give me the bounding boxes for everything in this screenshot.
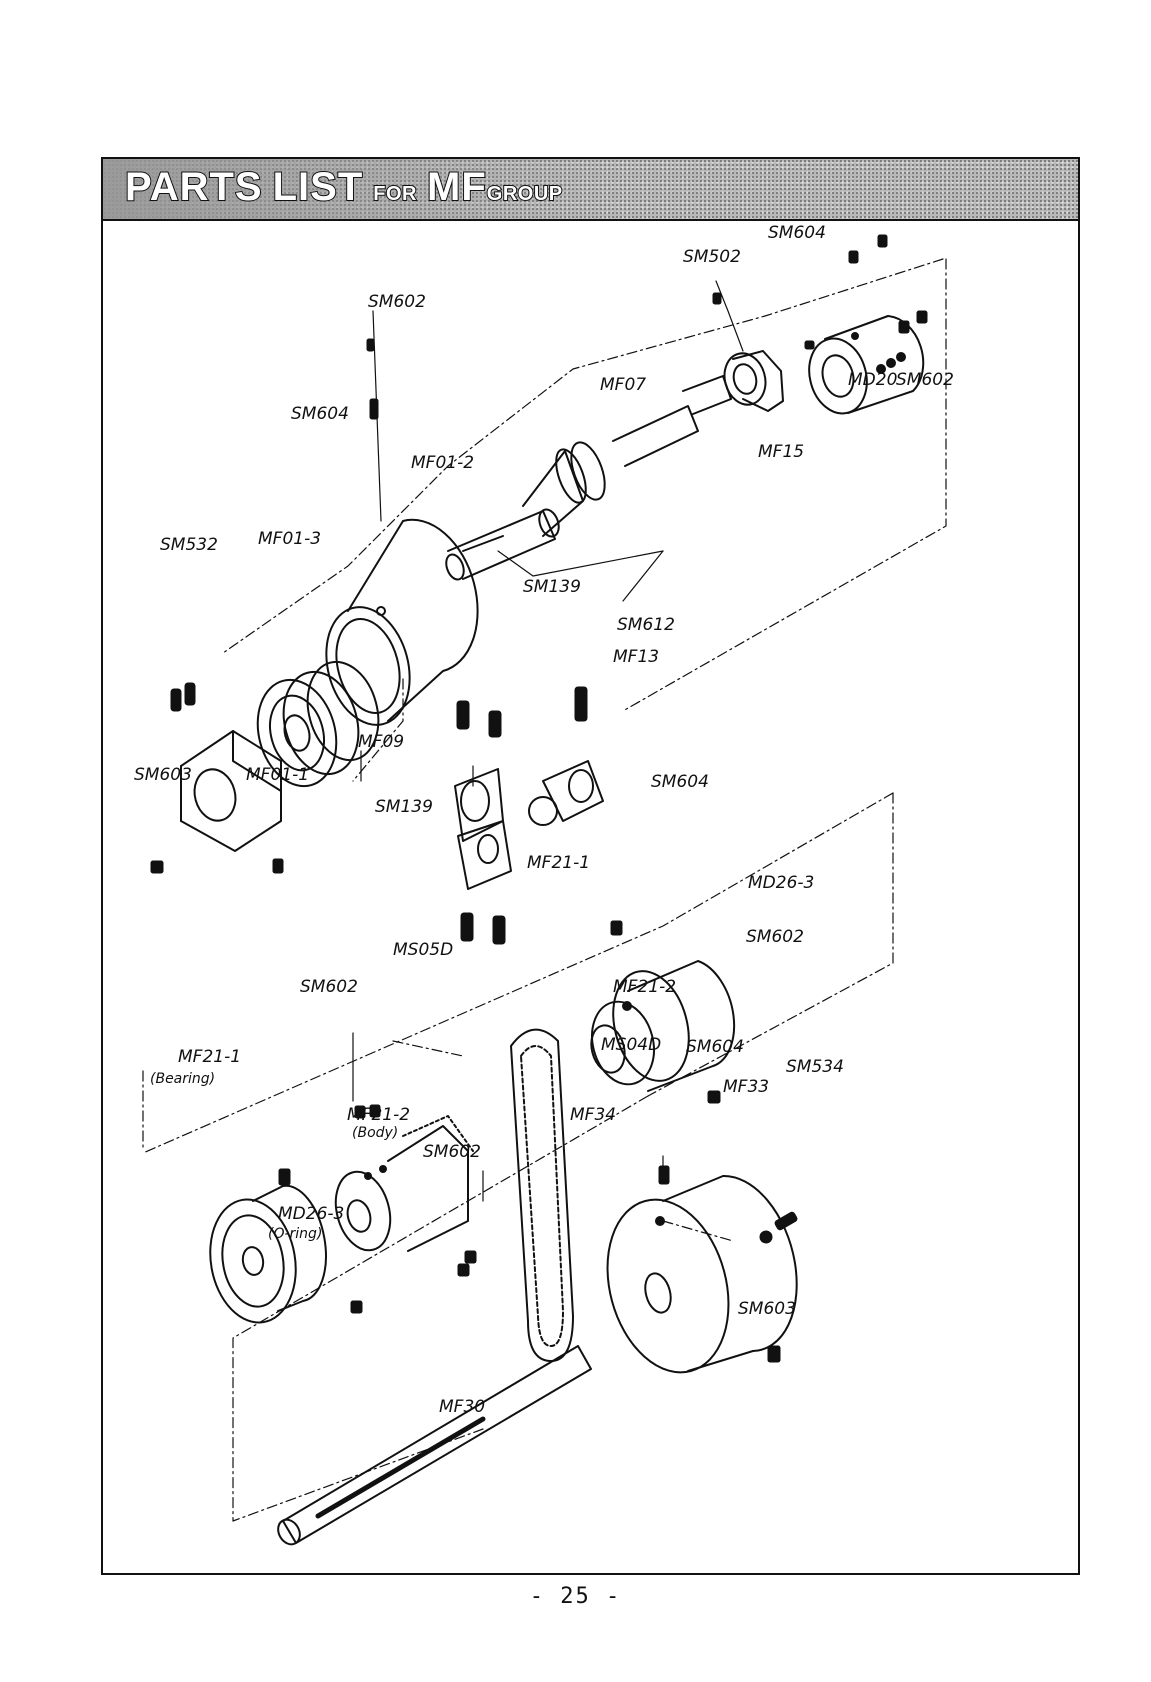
callout-mf34: MF34 <box>570 1107 616 1124</box>
callout-sm604-top: SM604 <box>768 225 826 242</box>
callout-sm602-md20: SM602 <box>896 372 954 389</box>
callout-sm602-sprocket: SM602 <box>300 979 358 996</box>
callout-sm139-top: SM139 <box>523 579 581 596</box>
callout-sm602-upper-pulley: SM602 <box>746 929 804 946</box>
ms05d-sprocket <box>328 1116 473 1256</box>
callout-sm534: SM534 <box>786 1059 844 1076</box>
callout-ms04d: MS04D <box>601 1037 661 1054</box>
callout-sm603-left: SM603 <box>134 767 192 784</box>
upper-pulley-screws <box>611 921 720 1103</box>
callout-mf09: MF09 <box>358 734 404 751</box>
callout-bearing-note: (Bearing) <box>150 1072 215 1086</box>
callout-o-ring-note: (O-ring) <box>268 1227 322 1241</box>
callout-mf15: MF15 <box>758 444 804 461</box>
title-word-list: LIST <box>273 165 364 209</box>
callout-body-note: (Body) <box>352 1126 398 1140</box>
callout-sm139-bottom: SM139 <box>375 799 433 816</box>
callout-mf13: MF13 <box>613 649 659 666</box>
callout-sm612: SM612 <box>617 617 675 634</box>
callout-md26-3-upper: MD26-3 <box>748 875 814 892</box>
callout-mf21-1-upper: MF21-1 <box>527 855 590 872</box>
mf30-shaft <box>274 1346 591 1548</box>
assembly-guide-lines <box>143 259 946 1521</box>
callout-ms05d: MS05D <box>393 942 453 959</box>
title-word-group: GROUP <box>487 183 563 205</box>
callout-md20: MD20 <box>848 372 897 389</box>
callout-mf21-1-lower: MF21-1 <box>178 1049 241 1066</box>
sm139-sm612-screws <box>457 687 587 944</box>
mf01-2-sleeve <box>314 520 478 735</box>
mf01-1-clamp <box>181 731 281 851</box>
ms04d-timing-belt <box>511 1030 573 1361</box>
mf13-joint <box>529 761 603 825</box>
callout-sm603-right: SM603 <box>738 1301 796 1318</box>
exploded-view-diagram <box>103 221 1078 1573</box>
title-word-for: FOR <box>373 183 417 205</box>
callout-mf01-2: MF01-2 <box>411 455 474 472</box>
md20-set-screws <box>367 235 927 419</box>
mf09-yoke <box>455 769 511 889</box>
mf07-shaft <box>443 376 731 582</box>
flywheel-screws <box>659 1166 798 1362</box>
callout-sm602-top: SM602 <box>368 294 426 311</box>
title-word-mf: MF <box>427 165 487 209</box>
callout-sm532: SM532 <box>160 537 218 554</box>
callout-mf21-2-lower: MF21-2 <box>347 1107 410 1124</box>
mf15-split-collar <box>719 349 783 411</box>
callout-sm602-lower: SM602 <box>423 1144 481 1161</box>
mf34-flywheel <box>589 1176 796 1386</box>
callout-mf01-3: MF01-3 <box>258 531 321 548</box>
callout-sm604-mid: SM604 <box>651 774 709 791</box>
callout-mf33: MF33 <box>723 1079 769 1096</box>
page-number: - 25 - <box>0 1584 1151 1609</box>
callout-sm604-flywheel: SM604 <box>686 1039 744 1056</box>
callout-mf07: MF07 <box>600 377 646 394</box>
callout-sm502: SM502 <box>683 249 741 266</box>
title-word-parts: PARTS <box>125 165 263 209</box>
callout-md26-3-lower: MD26-3 <box>278 1206 344 1223</box>
callout-sm604-left: SM604 <box>291 406 349 423</box>
callout-mf21-2-upper: MF21-2 <box>613 979 676 996</box>
callout-mf30: MF30 <box>439 1399 485 1416</box>
callout-mf01-1: MF01-1 <box>246 767 309 784</box>
